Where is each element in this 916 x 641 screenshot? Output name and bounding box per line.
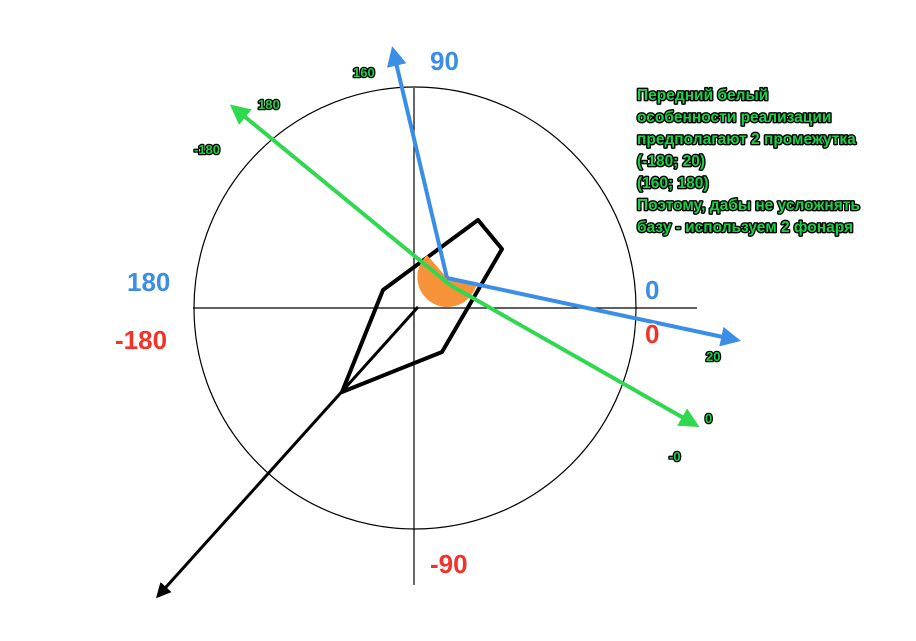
note-line: базу - используем 2 фонаря [637,219,853,236]
device-outline [340,218,504,394]
black-direction-arrow [155,305,420,599]
note-line: особенности реализации [637,109,831,126]
blue-ray-upper [386,46,449,279]
label-180-blue: 180 [127,267,170,297]
blue-ray-lower [446,276,741,347]
note-line: Поэтому, дабы не усложнять [637,197,860,214]
note-line: предполагают 2 промежутка [637,131,856,148]
ray-label-20: 20 [706,349,720,364]
label-0-red: 0 [645,319,659,349]
ray-label-160: 160 [353,65,375,80]
note-line: (160; 180) [637,175,709,192]
ray-label-minus0: -0 [669,449,681,464]
note-line: Передний белый [637,87,768,104]
green-ray-lower [449,283,700,427]
label-0-blue: 0 [645,275,659,305]
label-minus180-red: -180 [115,325,167,355]
ray-label-minus180: -180 [194,142,220,157]
note-line: (-180; 20) [637,153,705,170]
ray-label-0: 0 [705,411,712,426]
ray-label-180: 180 [258,97,280,112]
label-minus90: -90 [430,549,468,579]
note-block: Передний белый особенности реализации пр… [636,86,862,238]
label-90: 90 [430,46,459,76]
green-ray-upper [229,104,452,287]
